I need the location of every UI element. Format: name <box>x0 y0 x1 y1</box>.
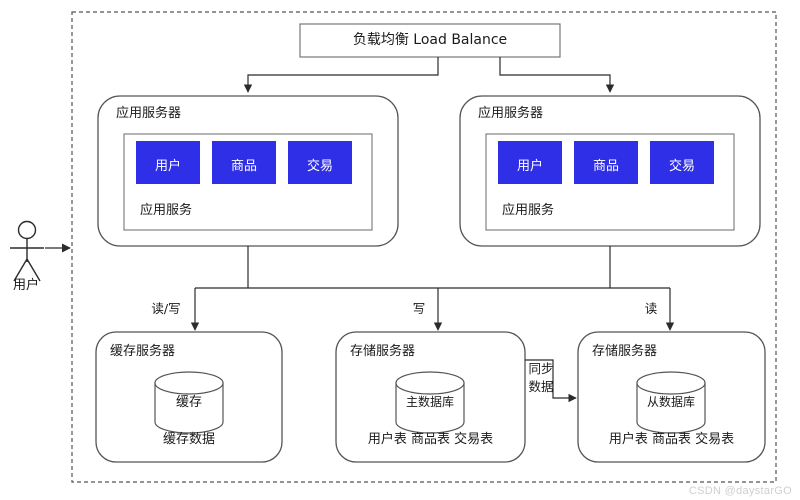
user-actor-figure <box>10 220 44 282</box>
service-chip-right-2-label: 交易 <box>668 159 695 174</box>
load-balancer-label: 负载均衡 Load Balance <box>352 32 508 48</box>
service-chip-right-1-label: 商品 <box>592 159 619 174</box>
service-chip-left-0[interactable] <box>136 141 200 184</box>
user-actor-label: 用户 <box>13 278 40 293</box>
cache-cylinder-label: 缓存 <box>175 395 202 410</box>
sync-data-label-line2: 数据 <box>528 379 554 394</box>
app-server-right-title: 应用服务器 <box>478 106 544 121</box>
watermark: CSDN @daystarGO <box>688 485 792 497</box>
app-server-left-title: 应用服务器 <box>116 106 182 121</box>
service-chip-right-0-label: 用户 <box>516 159 543 174</box>
storage-server-master-title: 存储服务器 <box>350 344 416 359</box>
service-chip-left-1-label: 商品 <box>230 159 257 174</box>
lb-to-app-right-connector <box>499 57 615 93</box>
service-chip-left-1[interactable] <box>212 141 276 184</box>
service-chip-right-2[interactable] <box>650 141 714 184</box>
sync-data-connector <box>525 359 577 403</box>
load-balancer-box[interactable] <box>299 23 561 58</box>
service-chip-left-2[interactable] <box>288 141 352 184</box>
edge-label-read-write: 读/写 <box>151 301 181 316</box>
storage-server-slave-caption: 用户表 商品表 交易表 <box>608 432 735 447</box>
service-chip-right-1[interactable] <box>574 141 638 184</box>
app-server-right-inner-label: 应用服务 <box>502 203 555 218</box>
edge-label-read: 读 <box>644 301 658 316</box>
system-boundary <box>71 11 777 483</box>
edge-label-write: 写 <box>412 301 426 316</box>
slave-db-cylinder-label: 从数据库 <box>646 395 695 409</box>
cache-server-title: 缓存服务器 <box>110 344 176 359</box>
service-chip-left-0-label: 用户 <box>154 159 181 174</box>
slave-db-cylinder-icon <box>636 371 706 434</box>
storage-server-master-caption: 用户表 商品表 交易表 <box>367 432 494 447</box>
storage-server-slave-title: 存储服务器 <box>592 344 658 359</box>
service-chip-right-0[interactable] <box>498 141 562 184</box>
master-db-cylinder-icon <box>395 371 465 434</box>
lb-to-app-left-connector <box>243 57 439 93</box>
master-db-cylinder-label: 主数据库 <box>405 395 454 409</box>
cache-cylinder-icon <box>154 371 224 434</box>
app-server-left-inner-label: 应用服务 <box>140 203 193 218</box>
sync-data-label-line1: 同步 <box>528 361 554 376</box>
service-chip-left-2-label: 交易 <box>306 159 333 174</box>
cache-server-caption: 缓存数据 <box>162 432 215 447</box>
